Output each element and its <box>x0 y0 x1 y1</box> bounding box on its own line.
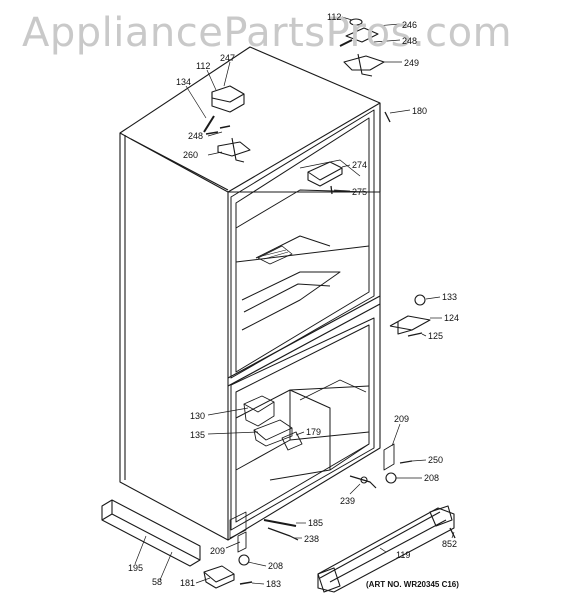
part-label-124: 124 <box>444 313 460 323</box>
part-label-248: 248 <box>188 131 204 141</box>
part-label-852: 852 <box>442 539 458 549</box>
part-label-130: 130 <box>190 411 206 421</box>
part-label-125: 125 <box>428 331 444 341</box>
part-label-181: 181 <box>180 578 196 588</box>
part-label-183: 183 <box>266 579 282 589</box>
toe-grille-119 <box>317 505 455 593</box>
part-label-180: 180 <box>412 106 428 116</box>
part-label-179: 179 <box>306 427 322 437</box>
freezer-compartment <box>230 317 375 531</box>
part-label-248: 248 <box>402 36 418 46</box>
part-label-135: 135 <box>190 430 206 440</box>
refrigerator-cabinet <box>119 46 381 541</box>
bracket-124 <box>389 294 431 335</box>
part-label-209: 209 <box>394 414 410 424</box>
part-label-208: 208 <box>268 561 284 571</box>
fresh-food-compartment <box>230 109 375 379</box>
freezer-inner-parts <box>243 395 303 451</box>
part-label-185: 185 <box>308 518 324 528</box>
part-label-119: 119 <box>396 550 411 560</box>
part-label-249: 249 <box>404 58 420 68</box>
part-label-246: 246 <box>402 20 418 30</box>
part-label-208: 208 <box>424 473 440 483</box>
part-label-134: 134 <box>176 77 192 87</box>
part-label-195: 195 <box>128 563 144 573</box>
part-label-112: 112 <box>196 61 211 71</box>
leader-lines <box>134 16 455 585</box>
art-number: (ART NO. WR20345 C16) <box>366 580 459 589</box>
part-label-275: 275 <box>352 187 368 197</box>
part-label-133: 133 <box>442 292 458 302</box>
top-hinge-right <box>339 18 385 77</box>
part-label-58: 58 <box>152 577 163 587</box>
base-rail-195 <box>101 499 201 567</box>
part-label-260: 260 <box>183 150 199 160</box>
part-label-112: 112 <box>327 12 342 22</box>
top-hinge-left <box>203 85 251 163</box>
part-label-247: 247 <box>220 53 236 63</box>
part-label-250: 250 <box>428 455 444 465</box>
part-label-239: 239 <box>340 496 356 506</box>
part-label-274: 274 <box>352 160 368 170</box>
part-label-238: 238 <box>304 534 320 544</box>
part-label-209: 209 <box>210 546 226 556</box>
